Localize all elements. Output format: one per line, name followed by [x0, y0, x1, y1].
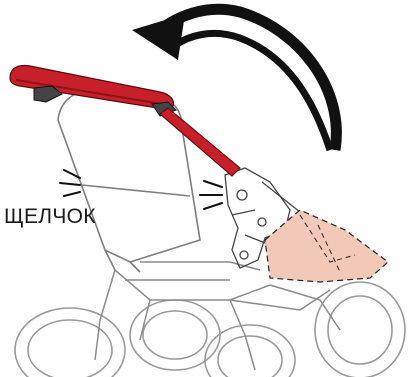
- handlebar: [10, 66, 240, 177]
- folded-canopy: [265, 210, 388, 282]
- curved-arrow-icon: [132, 9, 336, 150]
- wheels: [15, 282, 405, 377]
- click-sound-lines-icon: [200, 181, 222, 209]
- click-callout-label: ЩЕЛЧОК: [4, 205, 96, 229]
